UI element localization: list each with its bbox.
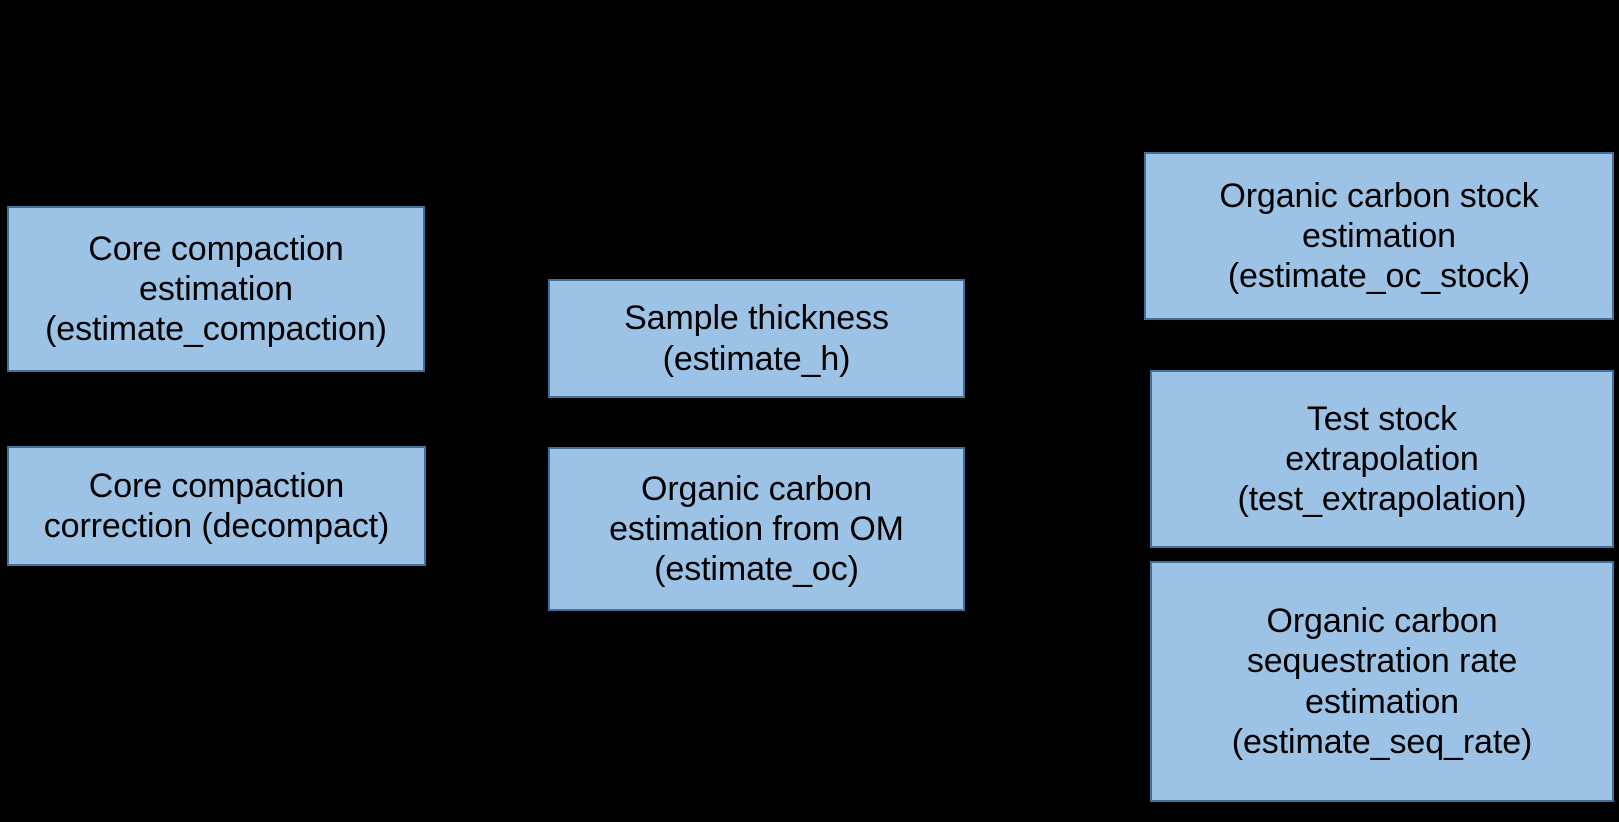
edge-oc-stock-to-seq-rate	[1110, 234, 1150, 670]
node-estimate-h[interactable]: Sample thickness (estimate_h)	[548, 279, 965, 398]
edge-estimate-h-to-oc-stock	[965, 226, 1144, 340]
node-estimate-oc[interactable]: Organic carbon estimation from OM (estim…	[548, 447, 965, 611]
node-test-extrapolation[interactable]: Test stock extrapolation (test_extrapola…	[1150, 370, 1614, 548]
node-decompact[interactable]: Core compaction correction (decompact)	[7, 446, 426, 566]
node-estimate-compaction[interactable]: Core compaction estimation (estimate_com…	[7, 206, 425, 372]
edge-decompact-to-estimate-h	[426, 328, 548, 508]
edge-estimate-oc-to-oc-stock	[965, 226, 1144, 531]
node-estimate-oc-stock[interactable]: Organic carbon stock estimation (estimat…	[1144, 152, 1614, 320]
node-estimate-seq-rate[interactable]: Organic carbon sequestration rate estima…	[1150, 561, 1614, 802]
node-estimate-compaction-label: Core compaction estimation (estimate_com…	[45, 229, 387, 349]
node-test-extrapolation-label: Test stock extrapolation (test_extrapola…	[1237, 399, 1527, 519]
node-estimate-oc-stock-label: Organic carbon stock estimation (estimat…	[1219, 176, 1539, 296]
node-estimate-h-label: Sample thickness (estimate_h)	[624, 299, 889, 378]
node-estimate-seq-rate-label: Organic carbon sequestration rate estima…	[1231, 602, 1533, 761]
node-decompact-label: Core compaction correction (decompact)	[43, 466, 390, 545]
node-estimate-oc-label: Organic carbon estimation from OM (estim…	[609, 469, 904, 589]
